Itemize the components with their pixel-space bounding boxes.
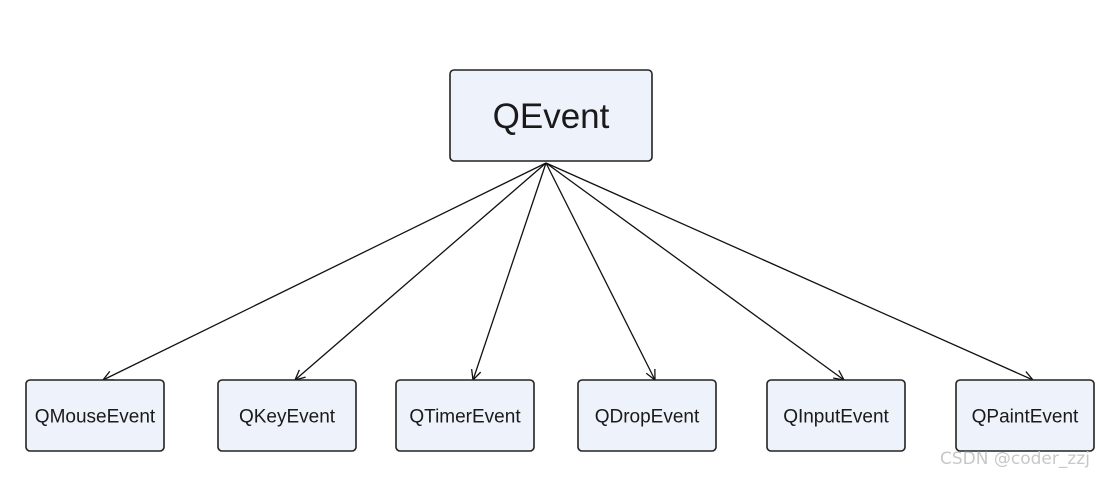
node-qinputevent: QInputEvent [766,379,906,452]
edge-qevent-to-qdropevent [545,162,656,381]
node-box-qmouseevent [25,379,165,452]
node-qkeyevent: QKeyEvent [217,379,357,452]
node-box-qkeyevent [217,379,357,452]
node-label-qtimerevent: QTimerEvent [409,406,521,427]
edge-qevent-to-qkeyevent [294,162,547,381]
node-box-qdropevent [577,379,717,452]
node-label-qevent: QEvent [493,97,610,136]
node-label-qpaintevent: QPaintEvent [972,406,1079,427]
node-qpaintevent: QPaintEvent [955,379,1095,452]
node-qtimerevent: QTimerEvent [395,379,535,452]
edge-qevent-to-qpaintevent [545,162,1034,381]
node-qdropevent: QDropEvent [577,379,717,452]
watermark: CSDN @coder_zzj [940,449,1090,469]
node-label-qinputevent: QInputEvent [783,406,889,427]
node-qevent: QEvent [449,69,653,162]
node-qmouseevent: QMouseEvent [25,379,165,452]
node-label-qdropevent: QDropEvent [595,406,700,427]
node-box-qtimerevent [395,379,535,452]
node-box-qpaintevent [955,379,1095,452]
node-label-qkeyevent: QKeyEvent [239,406,336,427]
node-label-qmouseevent: QMouseEvent [35,406,156,427]
node-box-qevent [449,69,653,162]
edge-qevent-to-qtimerevent [472,162,547,381]
edge-qevent-to-qmouseevent [102,162,547,381]
edge-qevent-to-qinputevent [545,162,845,381]
edges-layer [101,162,1035,382]
node-box-qinputevent [766,379,906,452]
